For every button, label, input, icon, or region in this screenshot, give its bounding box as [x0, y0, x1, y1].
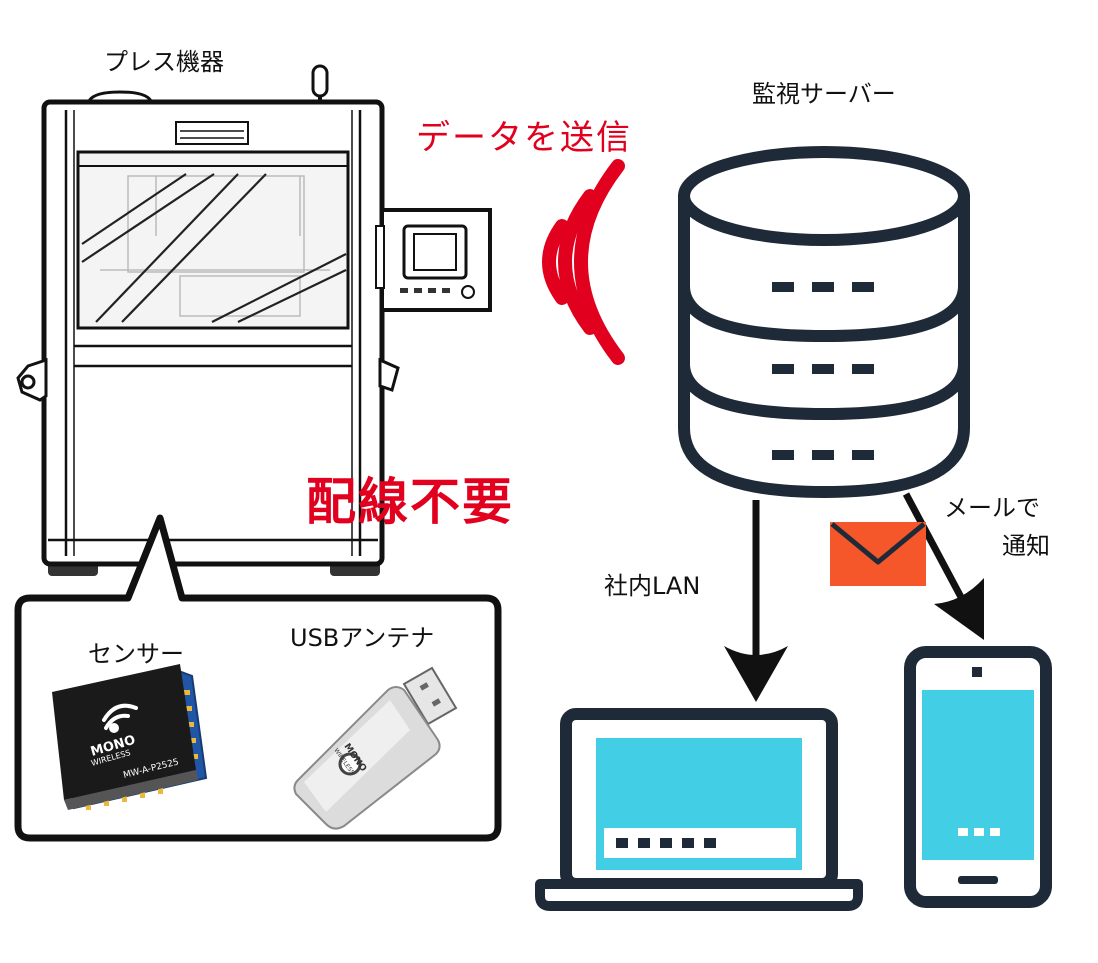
email-notify-label-line1: メールで: [944, 494, 1040, 522]
signal-wave-small: [542, 219, 569, 305]
email-notify-label-line2: 通知: [1002, 532, 1050, 560]
arrow-to-laptop: [724, 500, 788, 702]
sensor-module: MONO WIRELESS MW-A-P2525: [52, 664, 208, 810]
signal-wave-large: [574, 159, 625, 365]
internal-lan-label: 社内LAN: [604, 572, 701, 600]
signal-wave-medium: [558, 189, 597, 335]
wireless-signal-icon: [542, 159, 625, 365]
sensor-label: センサー: [88, 640, 184, 668]
send-data-label: データを送信: [416, 118, 632, 158]
database-server-icon: [678, 146, 970, 498]
press-machine: [16, 64, 492, 576]
press-machine-label: プレス機器: [104, 48, 224, 76]
usb-antenna-stick: MONO WIRELESS: [293, 666, 458, 830]
monitoring-server-label: 監視サーバー: [752, 80, 896, 108]
laptop-icon: [535, 708, 863, 911]
arrow-to-phone: [902, 492, 984, 640]
smartphone-icon: [904, 646, 1052, 908]
mail-envelope-icon: [830, 522, 926, 586]
usb-antenna-label: USBアンテナ: [290, 624, 435, 652]
no-wiring-label: 配線不要: [306, 473, 514, 531]
